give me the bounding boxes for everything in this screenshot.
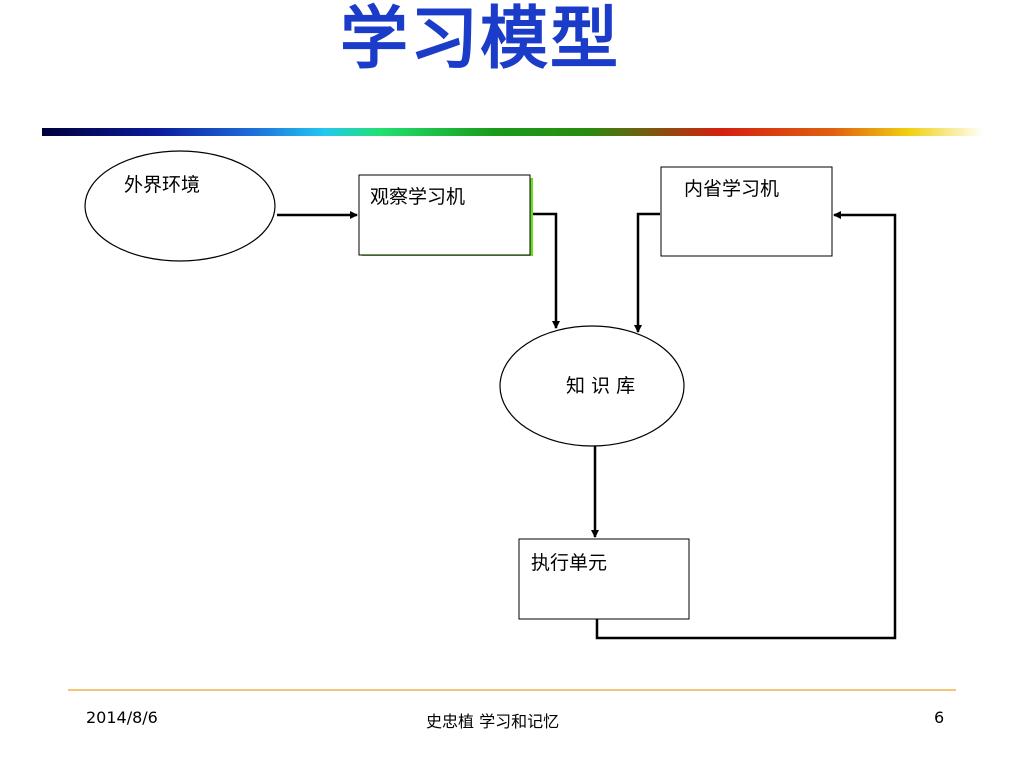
observation-node: [358, 174, 531, 256]
page-number: 6: [934, 708, 945, 727]
executor-label: 执行单元: [531, 552, 607, 574]
introspection-label: 内省学习机: [684, 178, 779, 200]
introspection-to-knowledge-arrow: [634, 212, 660, 333]
observation-label: 观察学习机: [370, 186, 465, 208]
executor-node: [518, 538, 690, 620]
environment-label: 外界环境: [124, 174, 200, 196]
knowledge-node: [499, 325, 685, 447]
environment-node: [84, 150, 276, 262]
slide-title: 学习模型: [339, 0, 620, 79]
observation-to-knowledge-arrow: [533, 212, 560, 329]
title-divider: [42, 128, 984, 136]
knowledge-label: 知 识 库: [566, 375, 635, 397]
footer-date: 2014/8/6: [86, 708, 158, 727]
executor-feedback-arrow: [595, 211, 897, 640]
footer-author-topic: 史忠植 学习和记忆: [426, 712, 560, 731]
footer-divider: [68, 689, 956, 691]
introspection-node: [660, 166, 833, 257]
